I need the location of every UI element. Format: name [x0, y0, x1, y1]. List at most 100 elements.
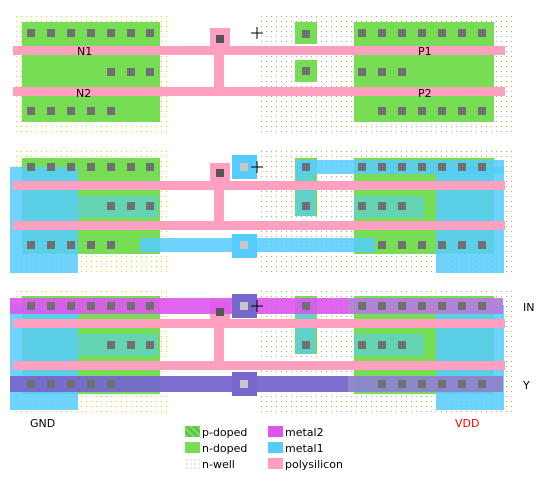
contact-square: [398, 380, 406, 388]
contact-square: [107, 380, 115, 388]
contact-square: [87, 107, 95, 115]
contact-square: [438, 302, 446, 310]
metal1-p-stub: [354, 334, 424, 356]
panel-metal2: [10, 290, 515, 412]
contact-square: [478, 107, 486, 115]
poly-vertical-link: [214, 181, 224, 230]
contact-square: [146, 29, 154, 37]
contact-square: [378, 107, 386, 115]
contacts-panel-3: [27, 302, 486, 388]
contact-square: [358, 29, 366, 37]
contact-square: [458, 302, 466, 310]
poly-gate-bottom: [13, 361, 505, 370]
contact-square: [67, 380, 75, 388]
legend-swatch: [268, 458, 283, 469]
contact-square: [240, 163, 248, 171]
poly-gate-top: [13, 46, 505, 55]
contact-square: [378, 202, 386, 210]
contact-square: [358, 202, 366, 210]
legend-swatch: [185, 458, 200, 469]
contact-square: [127, 341, 135, 349]
contact-square: [478, 302, 486, 310]
poly-vertical-link: [214, 46, 224, 96]
contact-square: [302, 163, 310, 171]
contact-square: [398, 107, 406, 115]
contact-square: [378, 380, 386, 388]
legend-item-metal2: metal2: [268, 426, 324, 439]
contact-square: [27, 302, 35, 310]
contact-square: [378, 163, 386, 171]
contact-square: [458, 107, 466, 115]
contact-square: [107, 302, 115, 310]
contact-square: [378, 68, 386, 76]
contact-square: [127, 163, 135, 171]
contact-square: [302, 67, 310, 75]
contact-square: [302, 341, 310, 349]
contact-square: [438, 29, 446, 37]
contact-square: [378, 302, 386, 310]
legend-item-n-well: n-well: [185, 458, 235, 471]
contact-square: [47, 302, 55, 310]
contact-square: [107, 202, 115, 210]
crosshair-marker: [251, 161, 263, 173]
contact-square: [302, 202, 310, 210]
legend-swatch: [185, 426, 200, 437]
device-label-p1: P1: [418, 45, 432, 58]
legend-swatch: [268, 442, 283, 453]
device-label-n2: N2: [76, 87, 92, 100]
contact-square: [67, 107, 75, 115]
legend-item-metal1: metal1: [268, 442, 324, 455]
contact-square: [378, 241, 386, 249]
contact-square: [47, 241, 55, 249]
poly-gate-top: [13, 181, 505, 190]
contact-square: [146, 163, 154, 171]
pin-label-y: Y: [523, 379, 530, 392]
contact-square: [418, 302, 426, 310]
contact-square: [67, 302, 75, 310]
contacts-panel-2: [27, 163, 486, 249]
contact-square: [438, 163, 446, 171]
contact-square: [418, 241, 426, 249]
contact-square: [378, 29, 386, 37]
contact-square: [438, 107, 446, 115]
rail-label-vdd: VDD: [455, 417, 480, 430]
contact-square: [458, 163, 466, 171]
contact-square: [478, 380, 486, 388]
contact-square: [27, 29, 35, 37]
contact-square: [107, 68, 115, 76]
contact-square: [240, 380, 248, 388]
contact-square: [107, 341, 115, 349]
contact-square: [398, 202, 406, 210]
contact-square: [146, 302, 154, 310]
contact-square: [418, 107, 426, 115]
contact-square: [47, 163, 55, 171]
device-label-p2: P2: [418, 87, 432, 100]
p-diffusion: [354, 22, 494, 122]
pin-label-in: IN: [523, 301, 535, 314]
contact-square: [47, 29, 55, 37]
poly-gate-bottom: [13, 87, 505, 96]
contact-square: [127, 68, 135, 76]
metal1-p-stub: [354, 196, 424, 218]
contact-square: [358, 68, 366, 76]
contact-square: [458, 380, 466, 388]
contact-square: [398, 241, 406, 249]
contact-square: [127, 202, 135, 210]
device-label-n1: N1: [77, 45, 93, 58]
contact-square: [418, 29, 426, 37]
contact-square: [378, 341, 386, 349]
contact-square: [27, 380, 35, 388]
metal1-n-stub: [78, 334, 158, 356]
legend-swatch: [268, 426, 283, 437]
legend-swatch: [185, 442, 200, 453]
contacts-panel-1: [27, 29, 486, 115]
contact-square: [398, 163, 406, 171]
contact-square: [398, 302, 406, 310]
contact-square: [458, 29, 466, 37]
contact-square: [127, 29, 135, 37]
contact-square: [87, 29, 95, 37]
contact-square: [302, 302, 310, 310]
contact-square: [146, 202, 154, 210]
crosshair-marker: [251, 27, 263, 39]
